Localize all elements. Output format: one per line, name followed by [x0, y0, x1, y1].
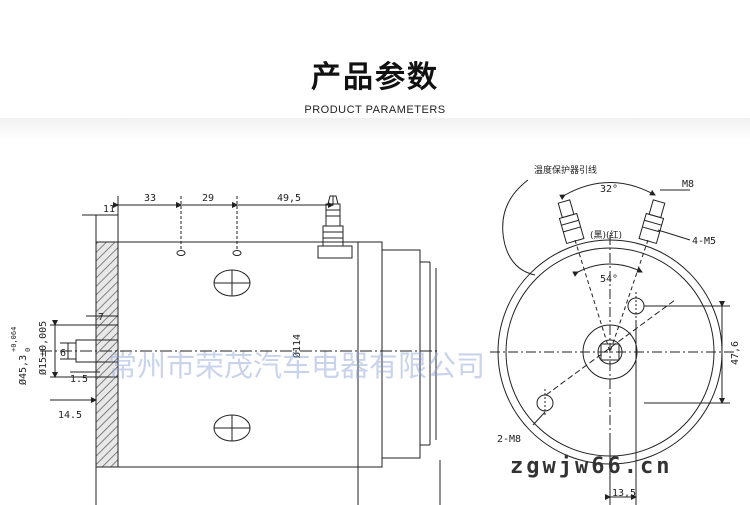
mount-hole-2: [232, 250, 242, 256]
label-m8: M8: [682, 179, 694, 190]
mount-hole-bottom-left: [536, 389, 554, 417]
dim-13-5: 13,5: [612, 488, 636, 499]
company-watermark: 常州市荣茂汽车电器有限公司: [108, 349, 485, 383]
dim-11: 11: [103, 204, 115, 215]
mount-hole-top-right: [627, 292, 645, 320]
vent-window-top: [213, 269, 251, 297]
label-black-red: (黑)(红): [590, 229, 622, 241]
dim-dia-45-3: Ø45,3: [17, 355, 29, 385]
label-angle-54: 54°: [600, 274, 618, 285]
thermal-lead-wire: [502, 179, 536, 276]
terminal-right: [638, 199, 666, 245]
mount-hole-1: [176, 250, 186, 256]
end-cap: [358, 241, 421, 468]
site-watermark: zgwjw66.cn: [510, 454, 672, 479]
dim-33: 33: [144, 193, 156, 204]
dim-14-5: 14.5: [58, 410, 82, 421]
terminal-left: [557, 199, 585, 245]
label-4-m5: 4-M5: [692, 236, 716, 247]
label-angle-32: 32°: [600, 184, 618, 195]
dim-dia-45-3-tol-lower: 0: [24, 348, 32, 352]
dim-49-5: 49,5: [277, 193, 301, 204]
dim-7: 7: [98, 312, 104, 323]
dim-29: 29: [202, 193, 214, 204]
vent-window-bottom: [213, 414, 251, 442]
page-subtitle: PRODUCT PARAMETERS: [304, 104, 446, 116]
terminal-post: [317, 195, 353, 259]
dim-dia-114: Ø114: [291, 334, 303, 358]
label-2-m8: 2-M8: [497, 434, 521, 445]
label-thermal-lead: 温度保护器引线: [534, 164, 597, 176]
page-title: 产品参数: [311, 60, 439, 95]
dim-6: 6: [60, 348, 66, 359]
dim-dia-15: Ø15±0,005: [37, 321, 49, 375]
dim-47-6: 47,6: [730, 341, 741, 365]
dim-dia-45-3-tol-upper: +0,064: [10, 327, 18, 352]
header-divider: [0, 118, 750, 140]
end-view: [490, 179, 735, 505]
dim-1-5: 1.5: [70, 374, 88, 385]
side-view: [40, 195, 441, 505]
